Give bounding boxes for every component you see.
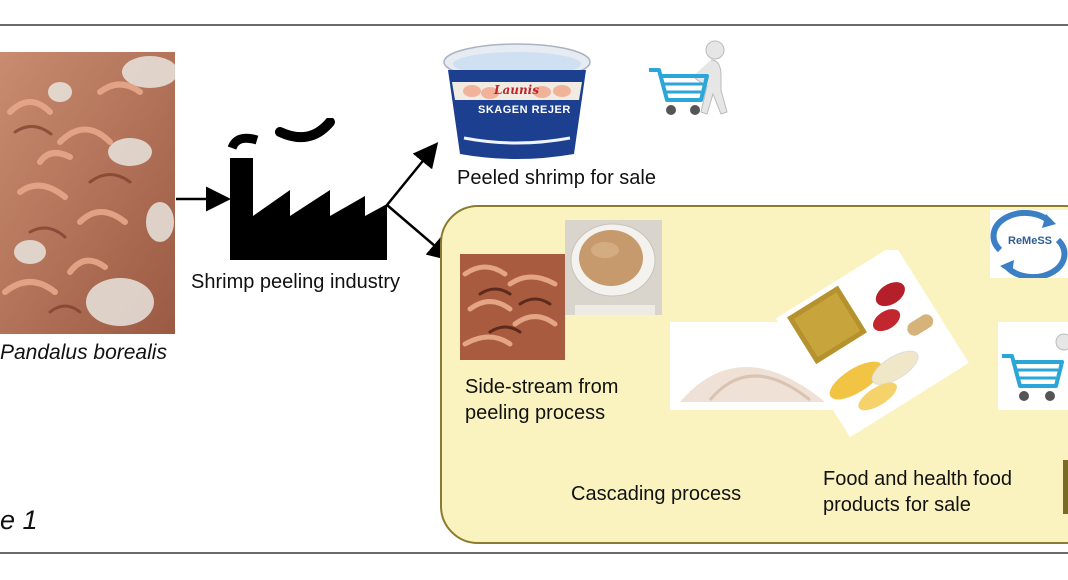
shrimp-tub-photo: Launis SKAGEN REJER [442, 42, 592, 160]
broth-cup-photo [565, 220, 662, 315]
arrow-industry-to-sidestream [386, 204, 453, 262]
cascading-process-label: Cascading process [571, 483, 742, 505]
shopping-cart-icon [998, 322, 1068, 410]
peeled-shrimp-label: Peeled shrimp for sale [457, 167, 656, 189]
side-stream-label-line1: Side-stream from [465, 376, 619, 398]
food-products-label-line2: products for sale [823, 494, 971, 516]
supplements-photo [770, 250, 980, 445]
tub-product-name: SKAGEN REJER [478, 104, 571, 116]
figure-label-fragment: e 1 [0, 505, 38, 535]
top-border-line [0, 24, 1068, 26]
shrimp-pile-photo [0, 52, 175, 334]
factory-icon [225, 118, 390, 263]
species-label: Pandalus borealis [0, 341, 167, 364]
food-products-label-line1: Food and health food [823, 468, 1013, 490]
arrow-industry-to-peeled [386, 142, 439, 206]
shopping-cart-person-icon [645, 40, 735, 125]
remess-logo-icon: ReMeSS [990, 210, 1068, 278]
cropped-edge-element [1063, 460, 1068, 514]
industry-label: Shrimp peeling industry [191, 271, 400, 293]
remess-logo-text: ReMeSS [1008, 235, 1053, 247]
tub-brand: Launis [494, 83, 539, 97]
bottom-border-line [0, 552, 1068, 554]
side-stream-shells-photo [460, 254, 565, 360]
side-stream-label-line2: peeling process [465, 402, 606, 424]
